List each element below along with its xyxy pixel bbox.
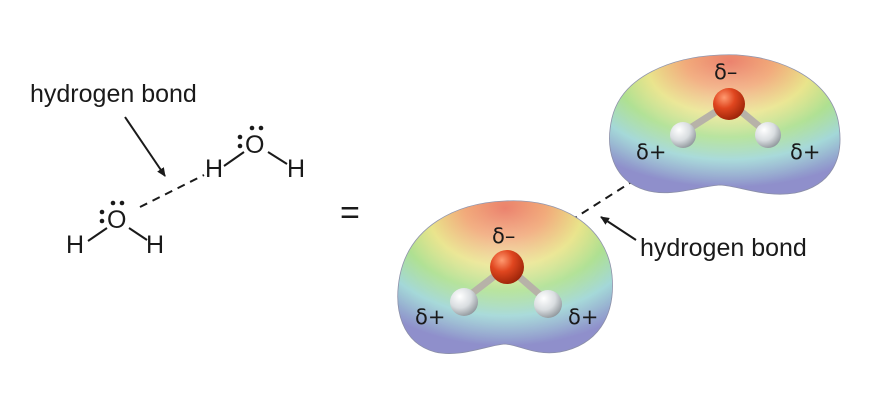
eps-blob-top-shine (609, 54, 841, 195)
eps-top-hydrogen-right-charge: δ+ (790, 140, 820, 164)
lewis-top-hydrogen-left: H (205, 155, 223, 183)
lewis-top-oxygen: O (245, 131, 264, 159)
left-hydrogen-bond-dash (139, 174, 205, 208)
right-panel: δ– δ+ δ+ δ– δ+ δ+ hydrogen bond (397, 54, 841, 354)
lewis-top-hydrogen-right: H (287, 155, 305, 183)
equals-sign: = (340, 194, 360, 232)
eps-bottom-hydrogen-left-charge: δ+ (415, 305, 445, 329)
eps-bottom-hydrogen-right (534, 290, 562, 318)
eps-bottom-hydrogen-right-charge: δ+ (568, 305, 598, 329)
right-hydrogen-bond-dash (569, 180, 634, 222)
lewis-bottom-bond-right (128, 227, 148, 241)
lewis-bottom-hydrogen-right: H (146, 231, 164, 259)
eps-top-oxygen-charge: δ– (714, 60, 737, 84)
lone-pair-dot (237, 143, 243, 149)
lone-pair-dot (258, 125, 264, 131)
lewis-bottom-bond-left (87, 227, 108, 242)
eps-top-hydrogen-left-charge: δ+ (636, 140, 666, 164)
lone-pair-dot (99, 209, 105, 215)
left-callout-arrow (124, 116, 166, 177)
eps-top-hydrogen-right (755, 122, 781, 148)
eps-top-hydrogen-left (670, 122, 696, 148)
lone-pair-dot (99, 218, 105, 224)
eps-surface-bottom: δ– δ+ δ+ (397, 200, 613, 354)
lewis-top-bond-right (267, 151, 288, 165)
lewis-water-top: H O H (205, 125, 305, 183)
right-hydrogen-bond-label: hydrogen bond (640, 234, 807, 262)
lone-pair-dot (249, 125, 255, 131)
left-panel: hydrogen bond H O H O H H (30, 80, 305, 259)
lewis-water-bottom: O H H (66, 200, 164, 259)
eps-bottom-hydrogen-left (450, 288, 478, 316)
lewis-top-bond-left (223, 151, 245, 167)
eps-bottom-oxygen-charge: δ– (492, 224, 515, 248)
right-callout-arrow (600, 216, 637, 241)
lone-pair-dot (110, 200, 116, 206)
lewis-bottom-oxygen: O (107, 206, 126, 234)
lone-pair-dot (237, 134, 243, 140)
eps-top-oxygen (713, 88, 745, 120)
lewis-bottom-hydrogen-left: H (66, 231, 84, 259)
left-hydrogen-bond-label: hydrogen bond (30, 80, 197, 108)
eps-bottom-oxygen (490, 250, 524, 284)
lone-pair-dot (119, 200, 125, 206)
eps-surface-top: δ– δ+ δ+ (609, 54, 841, 195)
